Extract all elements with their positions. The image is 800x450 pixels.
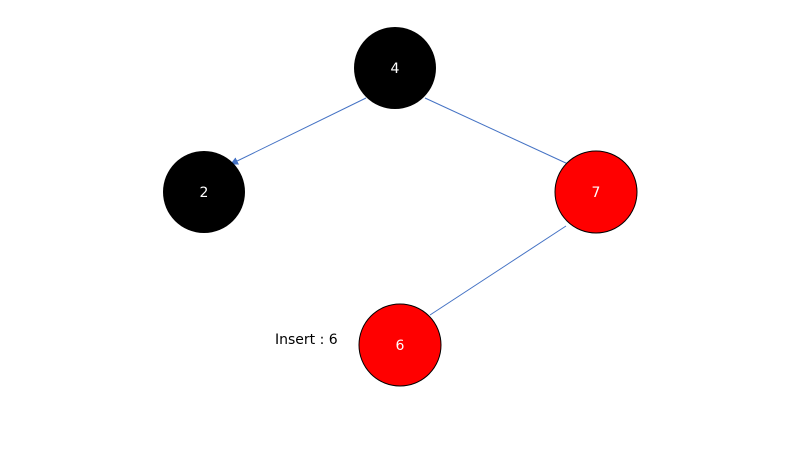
insert-caption: Insert : 6 (275, 332, 338, 348)
edge-7-to-6 (429, 225, 567, 316)
node-label: 7 (592, 185, 601, 201)
tree-node-7: 7 (554, 150, 638, 234)
edge-4-to-2 (230, 97, 367, 165)
node-label: 2 (200, 185, 209, 201)
node-circle (163, 151, 245, 233)
tree-node-6: 6 (358, 303, 442, 387)
node-label: 4 (391, 61, 400, 77)
node-circle (358, 303, 442, 387)
node-label: 6 (396, 338, 405, 354)
tree-node-2: 2 (163, 151, 245, 233)
edge-4-to-7 (424, 97, 569, 165)
node-circle (354, 27, 436, 109)
node-circle (554, 150, 638, 234)
tree-node-4: 4 (354, 27, 436, 109)
